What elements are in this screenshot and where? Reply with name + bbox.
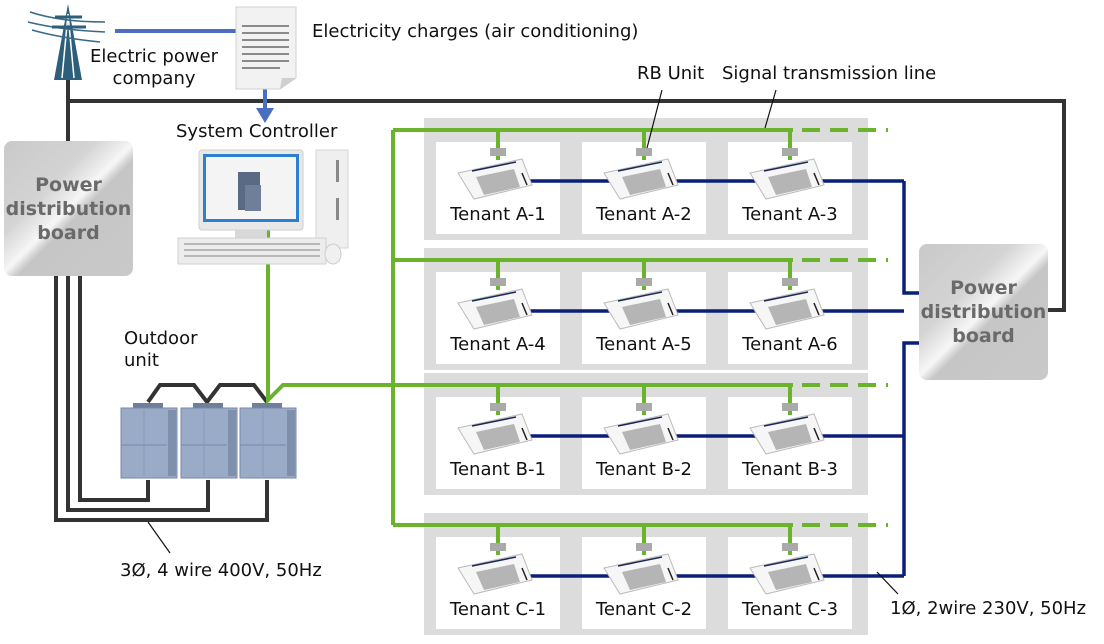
rb-unit-box	[636, 403, 652, 411]
tenant-label: Tenant A-5	[596, 334, 692, 355]
bill-document-icon	[235, 6, 297, 90]
rb-unit-box	[490, 543, 506, 551]
rb-unit-box	[782, 148, 798, 156]
billing-arrow-head	[256, 108, 274, 123]
cassette-indoor-unit-icon	[457, 288, 533, 330]
rb-unit-box	[490, 403, 506, 411]
outdoor-unit-icon	[180, 403, 238, 479]
cassette-indoor-unit-icon	[749, 158, 825, 200]
cassette-indoor-unit-icon	[603, 288, 679, 330]
cassette-indoor-unit-icon	[749, 553, 825, 595]
rb-unit-box	[782, 543, 798, 551]
cassette-indoor-unit-icon	[457, 413, 533, 455]
rb-unit-leader	[646, 89, 663, 149]
tenant-label: Tenant B-3	[742, 459, 838, 480]
cassette-indoor-unit-icon	[603, 413, 679, 455]
tenant-label: Tenant C-1	[449, 599, 547, 620]
electric-tower-icon	[27, 4, 106, 80]
single-phase-riser-upper	[902, 181, 919, 295]
cassette-indoor-unit-icon	[603, 158, 679, 200]
outdoor-unit-label: Outdoor unit	[124, 328, 198, 371]
cassette-indoor-unit-icon	[457, 158, 533, 200]
controller-signal-line	[266, 228, 393, 405]
rb-unit-box	[782, 403, 798, 411]
power-distribution-board-right: Power distribution board	[919, 244, 1048, 380]
rb-unit-box	[636, 543, 652, 551]
outdoor-interconnect	[146, 383, 269, 406]
three-phase-supply-label: 3Ø, 4 wire 400V, 50Hz	[120, 560, 322, 581]
signal-line-leader	[764, 89, 777, 129]
outdoor-unit-icon	[239, 403, 297, 479]
outdoor-unit-icon	[120, 403, 178, 479]
power-distribution-board-left: Power distribution board	[4, 141, 133, 276]
three-phase-leader	[147, 521, 171, 554]
outdoor-power-wire-3	[54, 276, 269, 522]
tenant-label: Tenant A-3	[742, 204, 838, 225]
tenant-label: Tenant A-1	[450, 204, 546, 225]
system-controller-label: System Controller	[176, 121, 338, 142]
cassette-indoor-unit-icon	[603, 553, 679, 595]
rb-unit-box	[490, 278, 506, 286]
tenant-label: Tenant A-6	[742, 334, 838, 355]
cassette-indoor-unit-icon	[749, 413, 825, 455]
rb-unit-box	[636, 278, 652, 286]
outdoor-power-wire-1	[78, 276, 150, 502]
single-phase-supply-label: 1Ø, 2wire 230V, 50Hz	[890, 598, 1087, 619]
rb-unit-box	[636, 148, 652, 156]
tenant-label: Tenant C-3	[741, 599, 839, 620]
rb-unit-box	[490, 148, 506, 156]
single-phase-riser-lower	[902, 341, 919, 576]
tenant-label: Tenant C-2	[595, 599, 693, 620]
tenant-label: Tenant B-2	[596, 459, 692, 480]
rb-unit-label: RB Unit	[637, 63, 705, 84]
electricity-charges-label: Electricity charges (air conditioning)	[312, 21, 639, 42]
tenant-label: Tenant B-1	[450, 459, 546, 480]
signal-transmission-line-label: Signal transmission line	[722, 63, 937, 84]
tenant-label: Tenant A-4	[450, 334, 546, 355]
electric-power-company-label: Electric power company	[90, 46, 219, 89]
system-controller-computer-icon	[177, 149, 349, 265]
single-phase-leader	[876, 571, 899, 595]
cassette-indoor-unit-icon	[749, 288, 825, 330]
outdoor-power-wire-2	[66, 276, 210, 512]
cassette-indoor-unit-icon	[457, 553, 533, 595]
rb-unit-box	[782, 278, 798, 286]
tenant-label: Tenant A-2	[596, 204, 692, 225]
